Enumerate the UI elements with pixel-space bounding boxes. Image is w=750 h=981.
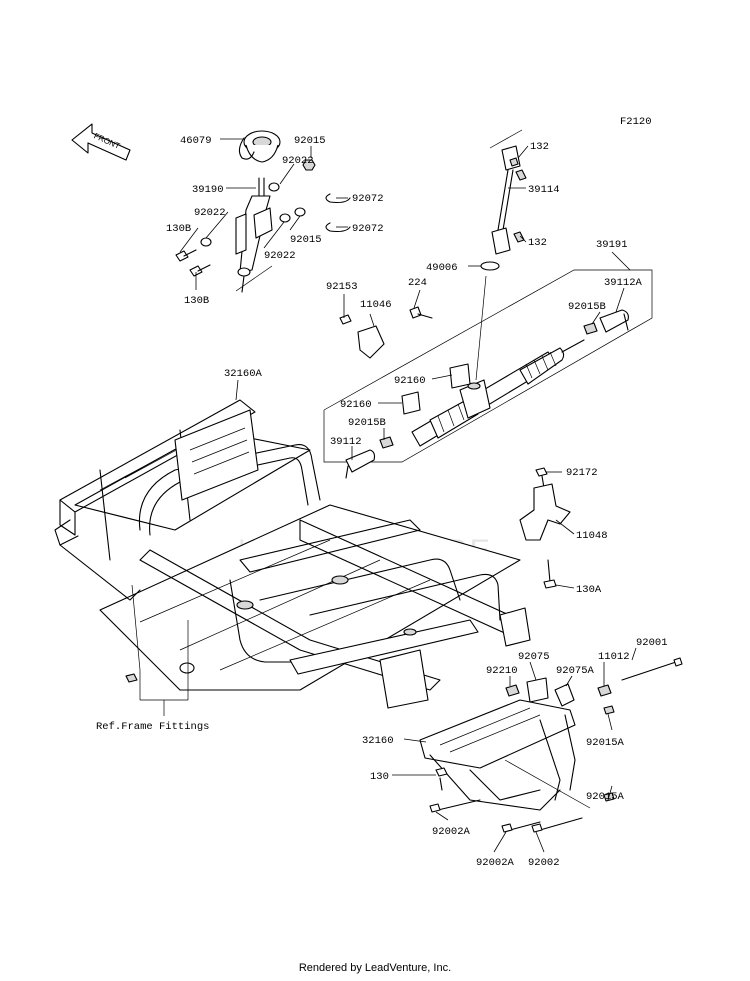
callout-92160: 92160 (394, 375, 426, 387)
callout-11012: 11012 (598, 651, 630, 663)
callout-39112: 39112 (330, 436, 362, 448)
callout-92022: 92022 (282, 155, 314, 167)
callout-92015a: 92015A (586, 737, 625, 749)
callout-39114: 39114 (528, 184, 560, 196)
callout-130: 130 (370, 771, 389, 783)
callout-39191: 39191 (596, 239, 628, 251)
bracket-group (519, 467, 571, 589)
leader-lines (179, 138, 637, 853)
callout-130b: 130B (184, 295, 209, 307)
callout-92160: 92160 (340, 399, 372, 411)
main-frame (54, 399, 531, 716)
callout-11048: 11048 (576, 530, 608, 542)
callout-92210: 92210 (486, 665, 518, 677)
callout-130b: 130B (166, 223, 191, 235)
callout-49006: 49006 (426, 262, 458, 274)
callout-92075a: 92075A (556, 665, 595, 677)
callout-92072: 92072 (352, 193, 384, 205)
callout-92015b: 92015B (348, 417, 386, 429)
callout-ref-frame-fittings: Ref.Frame Fittings (96, 721, 209, 733)
callout-92075: 92075 (518, 651, 550, 663)
front-arrow-icon: FRONT (71, 123, 131, 161)
callout-92015: 92015 (290, 234, 322, 246)
callout-32160: 32160 (362, 735, 394, 747)
steering-rack-group (323, 269, 653, 479)
callout-labels: 46079 92015 92022 92072 39190 92022 130B… (96, 135, 668, 869)
callout-92002a: 92002A (476, 857, 515, 869)
callout-92015: 92015 (294, 135, 326, 147)
callout-39190: 39190 (192, 184, 224, 196)
front-crossmember-group (419, 657, 683, 833)
callout-92022: 92022 (264, 250, 296, 262)
callout-46079: 46079 (180, 135, 212, 147)
callout-132: 132 (528, 237, 547, 249)
callout-92002a: 92002A (432, 826, 471, 838)
footer-credit: Rendered by LeadVenture, Inc. (298, 962, 452, 974)
callout-92015b: 92015B (568, 301, 606, 313)
callout-130a: 130A (576, 584, 602, 596)
steering-column-group (175, 130, 351, 293)
callout-132: 132 (530, 141, 549, 153)
callout-11046: 11046 (360, 299, 392, 311)
callout-224: 224 (408, 277, 427, 289)
callout-92022: 92022 (194, 207, 226, 219)
intermediate-shaft-group (475, 129, 527, 381)
callout-39112a: 39112A (604, 277, 643, 289)
figure-code: F2120 (620, 116, 652, 128)
callout-32160a: 32160A (224, 368, 263, 380)
callout-92001: 92001 (636, 637, 668, 649)
callout-92015a: 92015A (586, 791, 625, 803)
callout-92153: 92153 (326, 281, 358, 293)
callout-92072: 92072 (352, 223, 384, 235)
callout-92002: 92002 (528, 857, 560, 869)
callout-92172: 92172 (566, 467, 598, 479)
